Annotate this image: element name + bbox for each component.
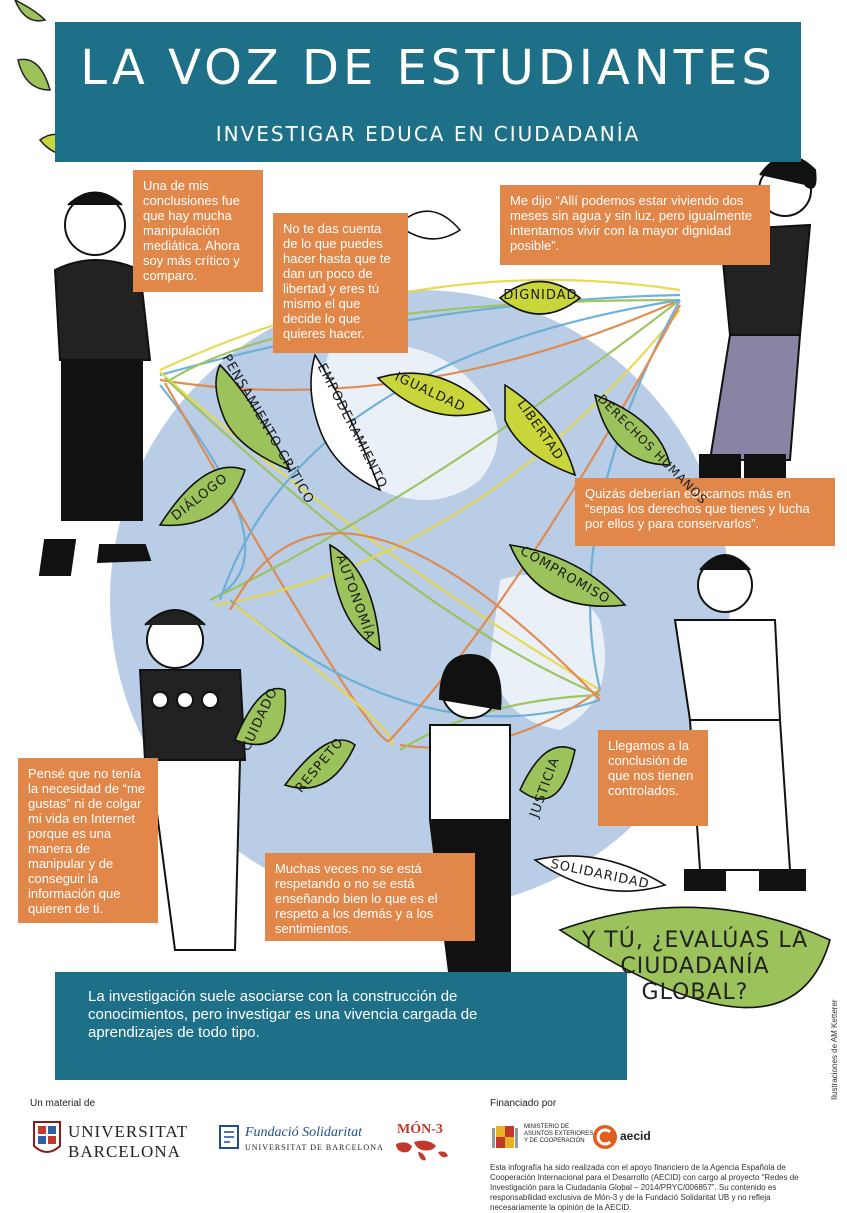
quote-box: Muchas veces no se está respetando o no … (265, 853, 475, 941)
student-figure-1 (38, 191, 152, 576)
leaf-icon (593, 393, 671, 466)
leaf-icon (558, 906, 831, 1009)
quote-box: Una de mis conclusiones fue que hay much… (133, 170, 263, 292)
leaf-icon (310, 353, 382, 492)
world-map-icon (396, 1140, 448, 1161)
financiado-label: Financiado por (490, 1098, 557, 1109)
header-banner (55, 22, 801, 162)
leaf-icon (215, 363, 292, 472)
page-title: LA VOZ DE ESTUDIANTES (80, 40, 776, 96)
spain-coat-of-arms-icon (492, 1126, 518, 1148)
ub-name-line1: UNIVERSITAT (68, 1122, 189, 1141)
corner-leaf-icon (14, 0, 47, 22)
leaf-icon (533, 855, 667, 892)
aecid-text: aecid (620, 1129, 651, 1143)
leaf-icon (329, 543, 381, 652)
ministerio-name: MINISTERIO DE ASUNTOS EXTERIORES Y DE CO… (524, 1124, 594, 1144)
bottom-banner (55, 972, 627, 1080)
closing-question: Y TÚ, ¿EVALÚAS LA CIUDADANÍA GLOBAL? (581, 928, 809, 1005)
student-figure-2 (699, 155, 817, 478)
mon3-logo-text: MÓN-3 (397, 1122, 443, 1137)
leaf-icon (498, 280, 582, 315)
leaf-icon (233, 687, 287, 746)
illustration-credit: Ilustraciones de AM Ketterer (830, 999, 839, 1101)
leaf-label-dignidad: DIGNIDAD (503, 288, 578, 303)
quote-box: Pensé que no tenía la necesidad de “me g… (18, 758, 158, 923)
leaf-icon (158, 466, 247, 527)
student-figure-5 (673, 554, 806, 891)
quote-box: Quizás deberían educarnos más en “sepas … (575, 478, 835, 546)
student-figure-3 (138, 609, 247, 951)
leaf-icon (376, 372, 492, 417)
leaf-icon (519, 746, 576, 800)
bottom-statement: La investigación suele asociarse con la … (88, 988, 478, 1041)
quote-box: Llegamos a la conclusión de que nos tien… (598, 730, 708, 826)
page-subtitle: INVESTIGAR EDUCA EN CIUDADANÍA (215, 122, 641, 146)
fundacio-name: Fundació Solidaritat (245, 1125, 363, 1140)
material-label: Un material de (30, 1098, 96, 1109)
fundacio-logo-icon (219, 1125, 239, 1149)
fundacio-subname: UNIVERSITAT DE BARCELONA (245, 1143, 384, 1152)
leaf-icon (504, 383, 577, 477)
ub-name-line2: BARCELONA (68, 1142, 181, 1161)
ub-shield-icon (33, 1121, 61, 1153)
quote-box: Me dijo “Allí podemos estar viviendo dos… (500, 185, 770, 265)
funding-disclaimer: Esta infografía ha sido realizada con el… (490, 1163, 799, 1212)
aecid-logo-icon (593, 1125, 617, 1149)
leaf-icon (396, 210, 462, 240)
leaf-icon (508, 544, 627, 607)
leaf-icon (283, 739, 356, 789)
corner-leaf-icon (17, 58, 51, 91)
quote-box: No te das cuenta de lo que puedes hacer … (273, 213, 408, 353)
